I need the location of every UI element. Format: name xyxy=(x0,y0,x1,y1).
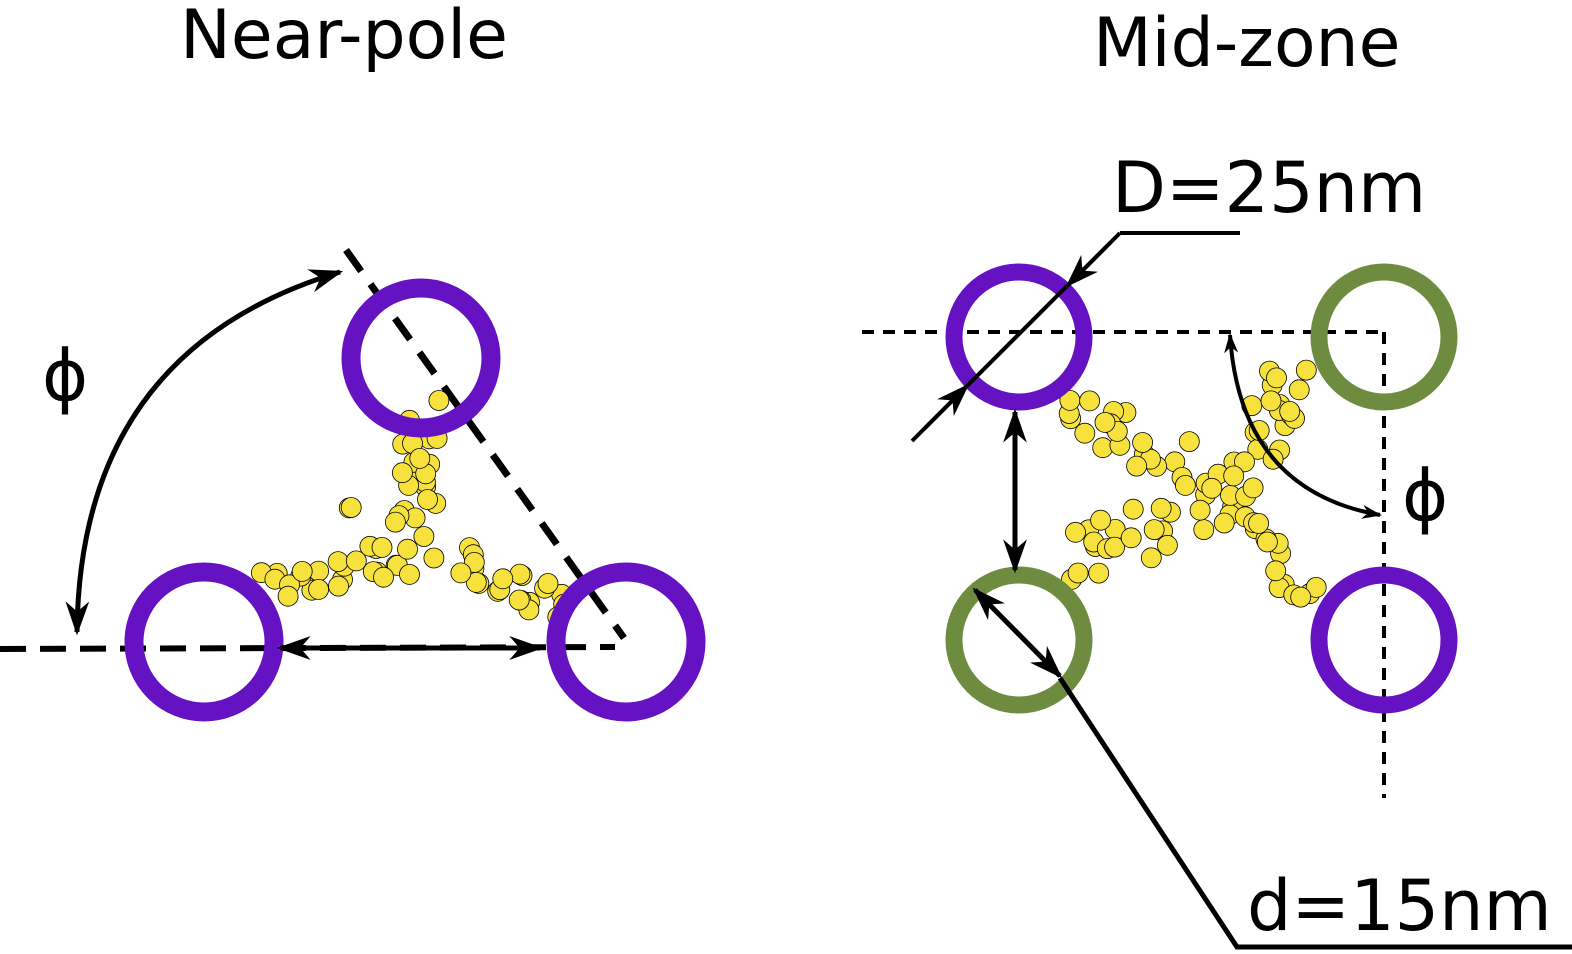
diameter-arrow-lower xyxy=(923,383,970,430)
particle xyxy=(1143,519,1165,540)
particle xyxy=(399,564,420,585)
particle xyxy=(1140,547,1162,569)
particle xyxy=(1288,379,1310,401)
distance-leader xyxy=(1057,676,1572,950)
particle xyxy=(1295,359,1317,381)
particle xyxy=(327,551,349,572)
microtubule-bottom-right xyxy=(1310,566,1458,714)
mid-zone-panel: D=25nm d=15nm ϕ xyxy=(862,147,1572,950)
diagonal-reference-line xyxy=(343,247,627,641)
particle xyxy=(397,538,418,560)
particle xyxy=(391,462,413,484)
particle xyxy=(1088,562,1110,584)
particle xyxy=(1242,477,1264,499)
particle xyxy=(1120,527,1142,549)
angle-label-phi: ϕ xyxy=(42,335,88,417)
mid-zone-particle-cluster xyxy=(1058,359,1327,608)
particle xyxy=(277,585,299,607)
microtubule-left xyxy=(124,562,284,722)
particle xyxy=(308,579,330,600)
particle xyxy=(1193,519,1215,540)
particle xyxy=(1189,499,1211,521)
particle xyxy=(1079,390,1100,412)
microtubule-bottom-left xyxy=(945,566,1093,714)
particle xyxy=(423,547,445,569)
particle xyxy=(428,390,450,411)
particle xyxy=(1092,437,1114,459)
particle xyxy=(1126,455,1147,477)
particle xyxy=(1265,560,1287,582)
particle xyxy=(384,511,406,533)
particle xyxy=(1150,497,1172,519)
particle xyxy=(1104,536,1125,558)
particle xyxy=(409,447,431,469)
particle xyxy=(1290,586,1312,608)
distance-arrow xyxy=(972,587,1063,679)
particle xyxy=(328,575,349,597)
particle xyxy=(508,589,530,611)
distance-label: d=15nm xyxy=(1247,865,1552,947)
particle xyxy=(1067,562,1089,584)
particle xyxy=(1305,577,1327,598)
particle xyxy=(1175,474,1196,496)
particle xyxy=(1132,432,1153,453)
microtubule-top xyxy=(341,278,501,438)
particle xyxy=(1213,512,1235,534)
particle xyxy=(373,566,394,588)
particle xyxy=(1257,531,1278,553)
particle xyxy=(1201,477,1223,499)
particle xyxy=(537,573,559,594)
particle xyxy=(1178,431,1200,453)
angle-arc xyxy=(1224,333,1382,519)
particle xyxy=(492,568,514,590)
particle xyxy=(340,497,362,518)
microtubule-top-left xyxy=(945,263,1093,411)
microtubule-right xyxy=(546,562,706,722)
particle xyxy=(1094,411,1116,433)
near-pole-title: Near-pole xyxy=(180,0,508,75)
diameter-label: D=25nm xyxy=(1112,147,1426,229)
horizontal-reference-line xyxy=(0,644,616,652)
particle xyxy=(1074,422,1096,444)
particle xyxy=(1260,390,1282,412)
angle-arc xyxy=(65,269,344,636)
particle xyxy=(345,550,367,572)
particle xyxy=(291,561,313,582)
particle xyxy=(450,562,472,584)
particle xyxy=(1065,521,1086,543)
particle xyxy=(371,537,393,558)
mid-zone-title: Mid-zone xyxy=(1093,4,1401,83)
diameter-arrow-upper xyxy=(1065,241,1112,288)
particle xyxy=(417,489,438,510)
near-pole-panel: ϕ xyxy=(0,247,706,722)
particle xyxy=(1266,367,1287,389)
particle xyxy=(1090,509,1111,531)
particle xyxy=(1122,498,1144,520)
particle xyxy=(1157,534,1178,556)
particle xyxy=(1223,465,1245,487)
particle xyxy=(413,526,435,547)
angle-label-phi: ϕ xyxy=(1402,455,1448,537)
particle xyxy=(1279,400,1301,422)
particle xyxy=(1248,513,1269,534)
